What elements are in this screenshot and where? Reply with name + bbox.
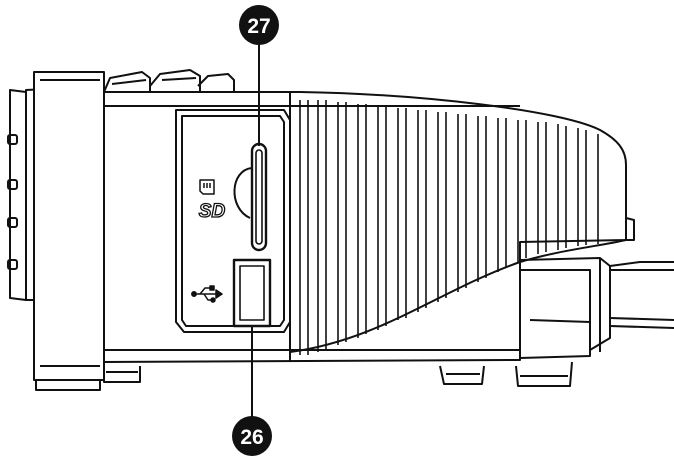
callout-26-number: 26: [240, 426, 263, 449]
side-button-1: [7, 134, 18, 145]
usb-port: [232, 258, 272, 328]
usb-icon: [191, 285, 223, 303]
sd-logo-label: SD: [199, 201, 226, 222]
ribbed-grille: [289, 100, 627, 355]
sd-card-icon: [199, 179, 215, 195]
side-button-3: [7, 217, 18, 228]
right-connector: [519, 217, 674, 359]
top-controls: [103, 69, 235, 93]
feet: [103, 361, 573, 387]
left-side-panel: [7, 71, 105, 391]
card-eject-recess: [233, 167, 253, 219]
side-button-4: [7, 259, 18, 270]
callout-26: 26: [232, 416, 272, 456]
callout-27-number: 27: [247, 15, 270, 38]
side-button-2: [7, 179, 18, 190]
callout-27: 27: [239, 5, 279, 45]
